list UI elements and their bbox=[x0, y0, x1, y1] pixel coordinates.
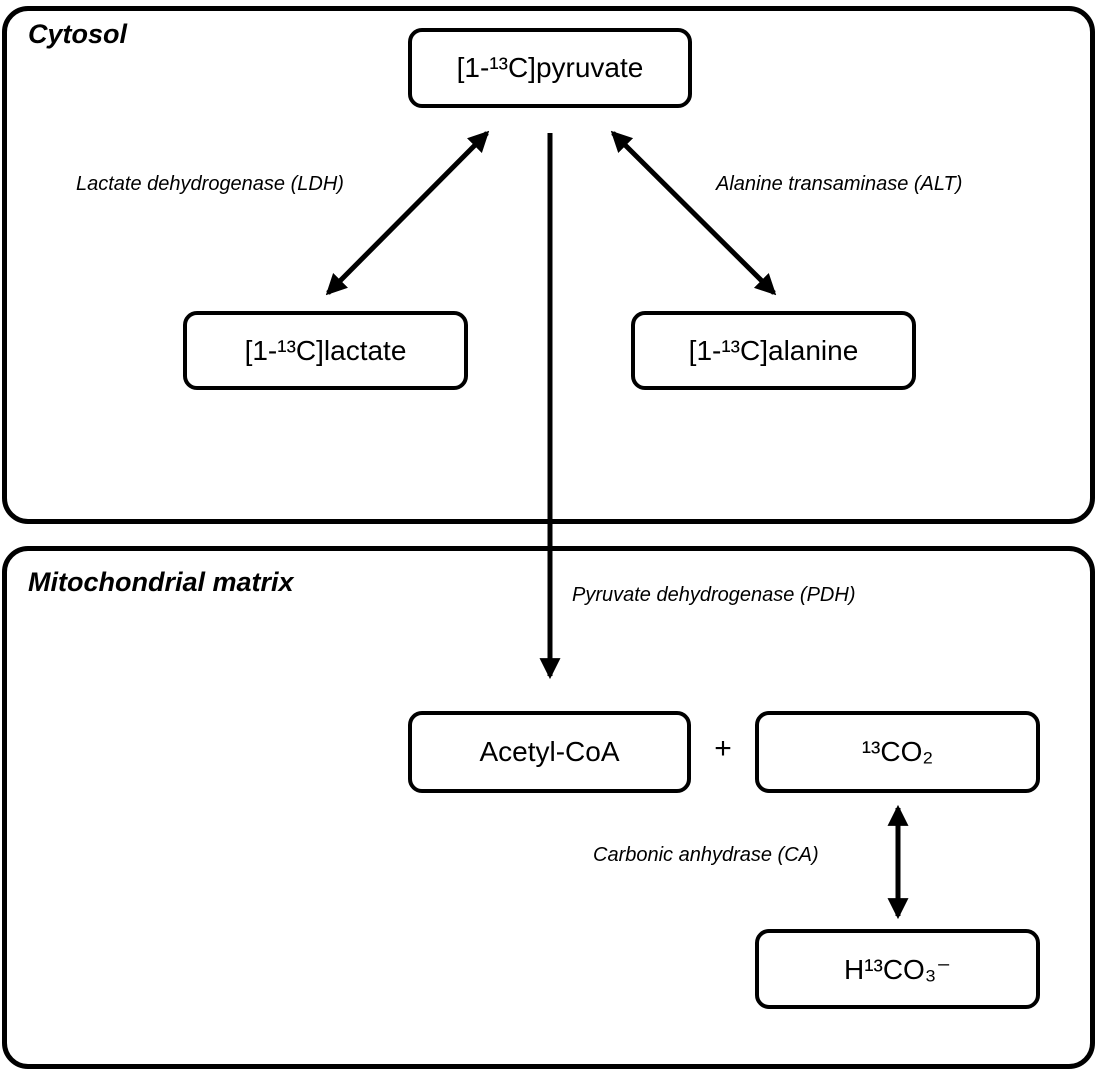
ldh-enzyme-label: Lactate dehydrogenase (LDH) bbox=[76, 173, 344, 195]
pdh-enzyme-label: Pyruvate dehydrogenase (PDH) bbox=[572, 584, 856, 606]
lactate-node: [1-¹³C]lactate bbox=[183, 311, 468, 390]
alanine-node: [1-¹³C]alanine bbox=[631, 311, 916, 390]
alt-enzyme-label: Alanine transaminase (ALT) bbox=[716, 173, 963, 195]
acetyl-coa-node: Acetyl-CoA bbox=[408, 711, 691, 793]
pyruvate-node: [1-¹³C]pyruvate bbox=[408, 28, 692, 108]
bicarbonate-node: H¹³CO₃⁻ bbox=[755, 929, 1040, 1009]
cytosol-label: Cytosol bbox=[28, 19, 128, 49]
ca-enzyme-label: Carbonic anhydrase (CA) bbox=[593, 844, 819, 866]
co2-node: ¹³CO₂ bbox=[755, 711, 1040, 793]
plus-sign: + bbox=[714, 732, 732, 765]
mitochondrial-matrix-label: Mitochondrial matrix bbox=[28, 567, 294, 597]
